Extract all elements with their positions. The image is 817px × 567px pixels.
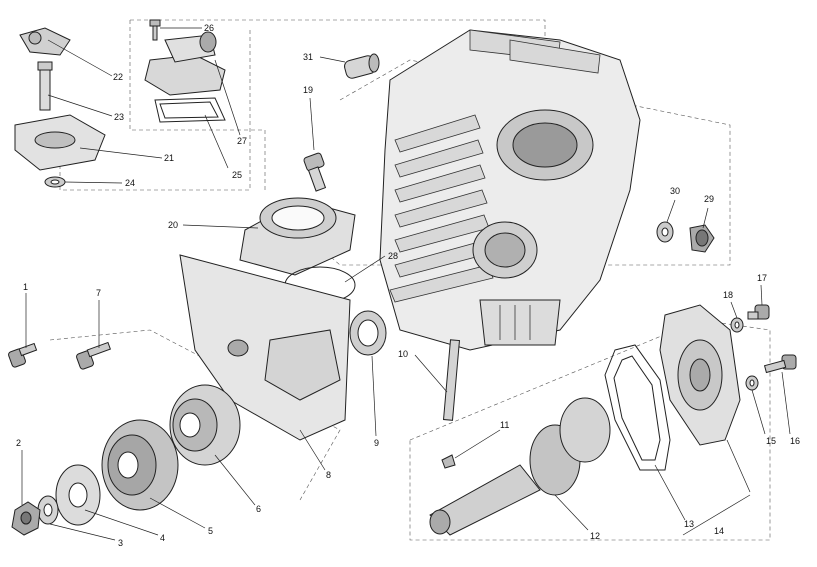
plug-parts: [656, 221, 715, 253]
callout-21: 21: [164, 153, 174, 163]
callout-5: 5: [208, 526, 213, 536]
callout-18: 18: [723, 290, 733, 300]
callout-28: 28: [388, 251, 398, 261]
callout-15: 15: [766, 436, 776, 446]
callout-23: 23: [114, 112, 124, 122]
callout-25: 25: [232, 170, 242, 180]
callout-29: 29: [704, 194, 714, 204]
bolt-19: [303, 152, 327, 192]
hub-parts: [11, 464, 101, 536]
gasket-13: [604, 344, 671, 471]
callout-8: 8: [326, 470, 331, 480]
cylinder-head: [379, 29, 641, 351]
callout-9: 9: [374, 438, 379, 448]
callout-labels: 1 2 3 4 5 6 7 8 9 10 11 12 13 14 15 16 1…: [16, 23, 800, 548]
callout-1: 1: [23, 282, 28, 292]
callout-7: 7: [96, 288, 101, 298]
callout-4: 4: [160, 533, 165, 543]
camshaft-12: [429, 397, 611, 536]
pulley-6: [169, 384, 241, 466]
bolts-left: [8, 341, 112, 370]
leader-lines: [21, 27, 791, 541]
callout-20: 20: [168, 220, 178, 230]
callout-10: 10: [398, 349, 408, 359]
belt-cover: [179, 254, 351, 441]
callout-14: 14: [714, 526, 724, 536]
stud-10: [442, 339, 461, 421]
callout-3: 3: [118, 538, 123, 548]
callout-30: 30: [670, 186, 680, 196]
callout-19: 19: [303, 85, 313, 95]
callout-24: 24: [125, 178, 135, 188]
cover-14: [659, 304, 741, 446]
callout-31: 31: [303, 52, 313, 62]
callout-2: 2: [16, 438, 21, 448]
callout-13: 13: [684, 519, 694, 529]
intake-flange: [239, 197, 356, 304]
sleeve-part: [344, 53, 380, 79]
callout-27: 27: [237, 136, 247, 146]
sprocket-5: [101, 419, 179, 511]
callout-17: 17: [757, 273, 767, 283]
seal-9: [349, 310, 387, 356]
callout-12: 12: [590, 531, 600, 541]
breather-union: [144, 19, 226, 123]
callout-26: 26: [204, 23, 214, 33]
callout-22: 22: [113, 72, 123, 82]
callout-11: 11: [500, 420, 509, 430]
callout-16: 16: [790, 436, 800, 446]
callout-6: 6: [256, 504, 261, 514]
cover-parts-21-24: [14, 27, 106, 188]
